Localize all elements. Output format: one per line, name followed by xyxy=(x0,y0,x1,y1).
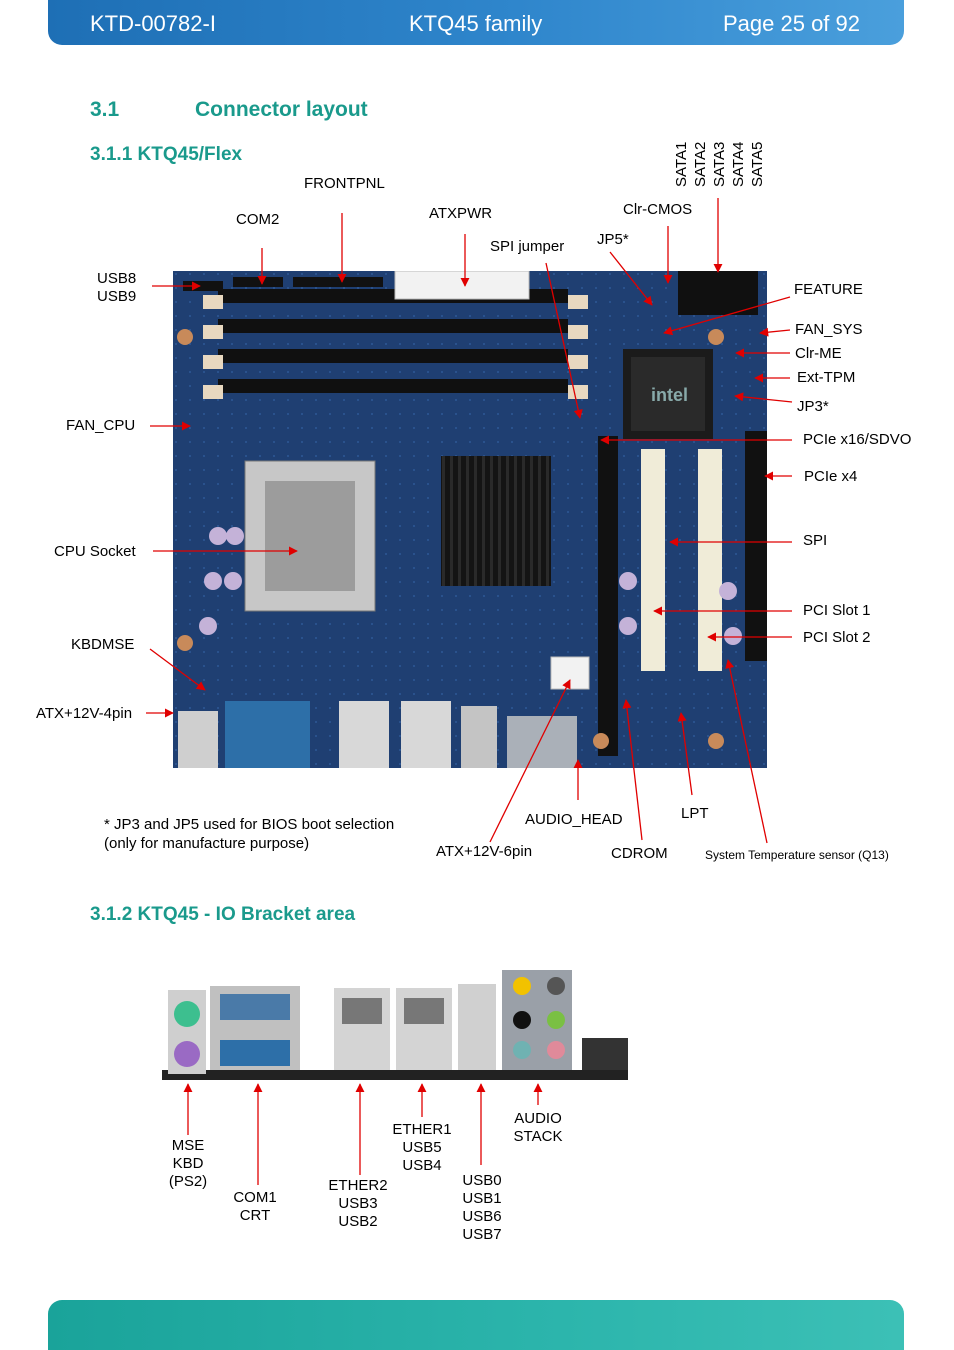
io-label-usb1: USB1 xyxy=(462,1190,502,1207)
note-line2: (only for manufacture purpose) xyxy=(104,835,310,852)
label-com2: COM2 xyxy=(236,211,280,228)
note-line1: * JP3 and JP5 used for BIOS boot selecti… xyxy=(104,816,395,833)
io-label-kbd: KBD xyxy=(172,1155,204,1172)
section-title: Connector layout xyxy=(195,98,368,121)
io-label-usb6: USB6 xyxy=(462,1208,502,1225)
label-usb9: USB9 xyxy=(97,288,137,305)
io-bracket-photo xyxy=(162,968,628,1080)
label-sata3: SATA3 xyxy=(711,141,728,187)
label-pcie16: PCIe x16/SDVO xyxy=(803,431,912,448)
label-lpt: LPT xyxy=(681,805,709,822)
label-audio-head: AUDIO_HEAD xyxy=(525,811,623,828)
page-footer xyxy=(48,1300,904,1350)
io-label-usb4: USB4 xyxy=(402,1157,442,1174)
section-number: 3.1 xyxy=(90,98,120,121)
label-sata1: SATA1 xyxy=(673,141,690,187)
section-heading: 3.1 Connector layout xyxy=(90,98,368,122)
io-label-ether1: ETHER1 xyxy=(392,1121,452,1138)
io-label-usb7: USB7 xyxy=(462,1226,502,1243)
io-label-usb5: USB5 xyxy=(402,1139,442,1156)
page-header: KTD-00782-I KTQ45 family Page 25 of 92 xyxy=(48,0,904,45)
io-label-audio-stack: AUDIO STACK xyxy=(503,1110,573,1146)
label-pci2: PCI Slot 2 xyxy=(803,629,871,646)
label-frontpnl: FRONTPNL xyxy=(304,175,385,192)
io-label-usb-group: USB0 USB1 USB6 USB7 xyxy=(452,1172,512,1244)
io-label-crt: CRT xyxy=(239,1207,271,1224)
label-atx12v4: ATX+12V-4pin xyxy=(36,705,133,722)
subsection-heading-io: 3.1.2 KTQ45 - IO Bracket area xyxy=(90,904,356,925)
io-label-ether2: ETHER2 xyxy=(328,1177,388,1194)
label-feature: FEATURE xyxy=(794,281,863,298)
label-atxpwr: ATXPWR xyxy=(429,205,493,222)
label-atx12v6: ATX+12V-6pin xyxy=(436,843,533,860)
label-cpu-socket: CPU Socket xyxy=(54,543,136,560)
io-label-stack: STACK xyxy=(513,1128,563,1145)
io-label-ps2: MSE KBD (PS2) xyxy=(158,1137,218,1191)
label-sys-temp: System Temperature sensor (Q13) xyxy=(705,848,889,862)
label-sata2: SATA2 xyxy=(692,141,709,187)
motherboard-drawing: intel xyxy=(173,271,767,768)
label-jp3: JP3* xyxy=(797,398,829,415)
io-label-usb2: USB2 xyxy=(338,1213,378,1230)
doc-family: KTQ45 family xyxy=(409,11,543,36)
label-ext-tpm: Ext-TPM xyxy=(797,369,856,386)
io-bracket-drawing xyxy=(162,970,628,1080)
subsection-heading-flex: 3.1.1 KTQ45/Flex xyxy=(90,144,243,165)
doc-id: KTD-00782-I xyxy=(90,11,216,36)
io-label-usb3: USB3 xyxy=(338,1195,378,1212)
io-label-audio: AUDIO xyxy=(514,1110,562,1127)
label-kbdmse: KBDMSE xyxy=(71,636,135,653)
label-pci1: PCI Slot 1 xyxy=(803,602,871,619)
io-label-mse: MSE xyxy=(171,1137,205,1154)
page-number: Page 25 of 92 xyxy=(723,11,861,36)
label-fan-sys: FAN_SYS xyxy=(795,321,863,338)
label-clr-me: Clr-ME xyxy=(795,345,842,362)
label-spi-jumper: SPI jumper xyxy=(490,238,565,255)
io-label-com1: COM1 xyxy=(233,1189,277,1206)
io-label-usb0: USB0 xyxy=(462,1172,502,1189)
io-label-ether1-group: ETHER1 USB5 USB4 xyxy=(386,1121,458,1175)
label-jp5: JP5* xyxy=(597,231,629,248)
label-sata4: SATA4 xyxy=(730,141,747,187)
label-spi: SPI xyxy=(803,532,828,549)
svg-text:intel: intel xyxy=(651,385,688,405)
io-label-ether2-group: ETHER2 USB3 USB2 xyxy=(322,1177,394,1231)
motherboard-photo: intel xyxy=(173,271,767,768)
label-fan-cpu: FAN_CPU xyxy=(66,417,136,434)
label-cdrom: CDROM xyxy=(611,845,668,862)
label-sata5: SATA5 xyxy=(749,141,766,187)
io-label-com1-crt: COM1 CRT xyxy=(225,1189,285,1225)
label-usb8: USB8 xyxy=(97,270,137,287)
label-pcie4: PCIe x4 xyxy=(804,468,858,485)
io-label-ps2-text: (PS2) xyxy=(168,1173,208,1190)
label-clr-cmos: Clr-CMOS xyxy=(623,201,693,218)
